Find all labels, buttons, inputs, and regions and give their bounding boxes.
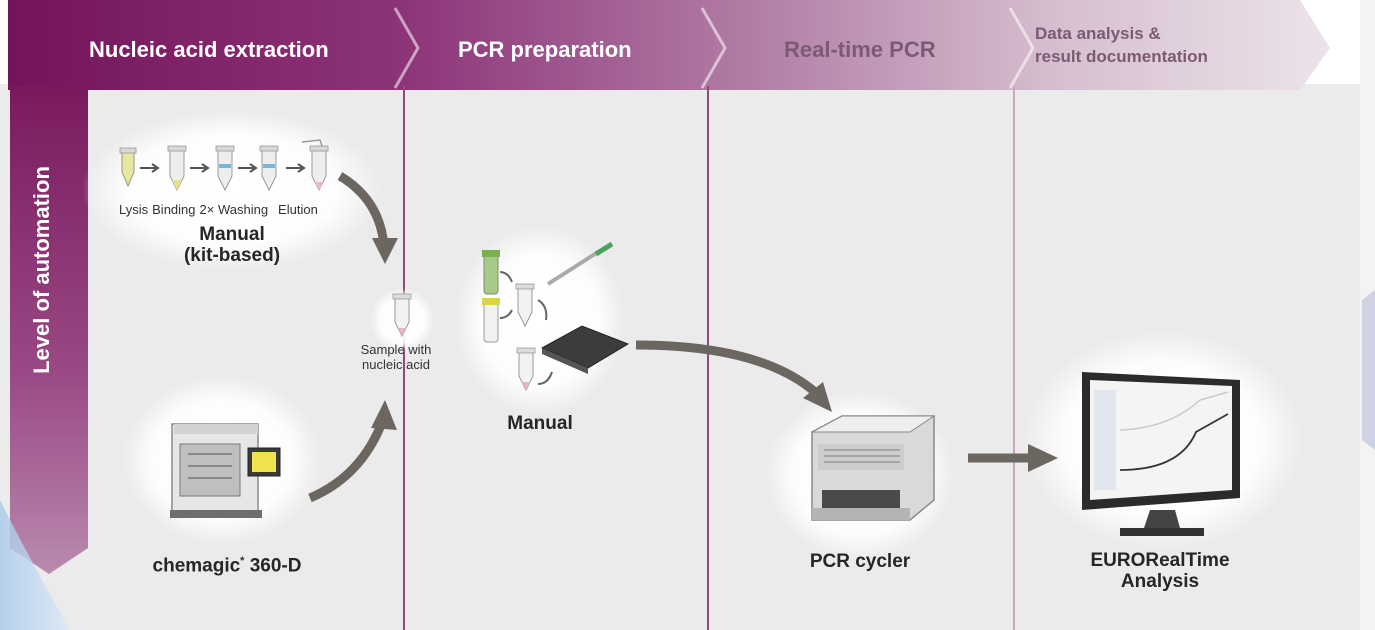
- monitor-icon: [1082, 372, 1240, 536]
- left-decor: [0, 500, 70, 630]
- software-line2: Analysis: [1120, 571, 1200, 592]
- arrow-prep-to-cycler-head: [803, 382, 832, 412]
- pcr-reagent-tube-yellow-icon: [482, 298, 500, 343]
- manual-extraction-caption: Manual (kit-based): [132, 224, 332, 266]
- pcr-mix-tube-icon: [515, 283, 535, 328]
- arrow-small-1: [140, 163, 160, 173]
- sample-caption: Sample with nucleic acid: [336, 342, 456, 372]
- step-data-analysis: Data analysis & result documentation: [1035, 22, 1208, 68]
- arrow-small-3: [238, 163, 258, 173]
- tube-wash-2-icon: [259, 145, 279, 192]
- automation-axis-bar: [10, 86, 88, 574]
- pcr-cycler-caption: PCR cycler: [809, 551, 911, 572]
- mini-arrow-2: [499, 309, 513, 319]
- manual-extraction-glow: [82, 110, 382, 270]
- automation-axis: Level of automation: [12, 120, 72, 420]
- tube-binding-icon: [167, 145, 187, 192]
- step-real-time-pcr: Real-time PCR: [784, 37, 936, 62]
- software-line1: EURORealTime: [1090, 550, 1230, 571]
- pcr-output-tube-icon: [516, 347, 536, 392]
- automation-axis-label: Level of automation: [29, 166, 54, 374]
- pcr-reagent-tube-green-icon: [482, 250, 500, 295]
- arrow-prep-to-cycler: [635, 340, 818, 396]
- arrow-device-to-sample-head: [371, 400, 397, 430]
- arrow-device-to-sample: [308, 418, 388, 503]
- sample-line2: nucleic acid: [362, 357, 430, 372]
- step-data-analysis-line1: Data analysis &: [1035, 24, 1161, 43]
- chemagic-mark: *: [240, 555, 245, 567]
- manual-extraction-line1: Manual: [199, 224, 265, 245]
- arrow-small-2: [190, 163, 210, 173]
- mini-arrow-1: [499, 271, 513, 283]
- pcr-plate-icon: [540, 325, 630, 374]
- manual-step-binding: Binding: [152, 202, 196, 217]
- arrow-cycler-to-monitor-head: [1028, 444, 1058, 472]
- arrow-manual-to-sample-head: [372, 238, 398, 264]
- arrow-manual-to-sample: [337, 172, 389, 247]
- chemagic-model: 360-D: [249, 555, 302, 577]
- arrow-small-4: [286, 163, 306, 173]
- manual-step-washing: 2× Washing: [199, 202, 269, 217]
- sample-tube-icon: [392, 293, 412, 338]
- step-data-analysis-line2: result documentation: [1035, 47, 1208, 66]
- chemagic-name: chemagic: [152, 555, 241, 577]
- sample-line1: Sample with: [360, 342, 432, 357]
- chevron-3: [1008, 7, 1035, 89]
- manual-step-lysis: Lysis: [119, 202, 149, 217]
- step-pcr-preparation: PCR preparation: [458, 37, 632, 62]
- pcr-prep-caption: Manual: [507, 413, 573, 434]
- tube-wash-1-icon: [215, 145, 235, 192]
- chevron-2: [700, 7, 727, 89]
- tube-lysis-icon: [119, 147, 137, 188]
- mini-arrow-4: [537, 371, 553, 385]
- chemagic-device-icon: [170, 423, 281, 518]
- chemagic-caption: chemagic* 360-D: [112, 551, 342, 576]
- software-caption: EURORealTime Analysis: [1060, 550, 1260, 592]
- header-band: [8, 0, 1330, 90]
- manual-steps-list: Lysis Binding 2× Washing Elution: [119, 202, 318, 217]
- right-decor: [1362, 290, 1375, 450]
- step-nucleic-acid-extraction: Nucleic acid extraction: [89, 37, 329, 62]
- pcr-cycler-icon: [811, 415, 936, 521]
- pipette-icon: [546, 241, 614, 286]
- mini-arrow-3: [537, 299, 548, 321]
- manual-extraction-line2: (kit-based): [183, 245, 281, 266]
- chevron-1: [393, 7, 420, 89]
- tube-elution-icon: [301, 139, 329, 192]
- manual-step-elution: Elution: [278, 202, 318, 217]
